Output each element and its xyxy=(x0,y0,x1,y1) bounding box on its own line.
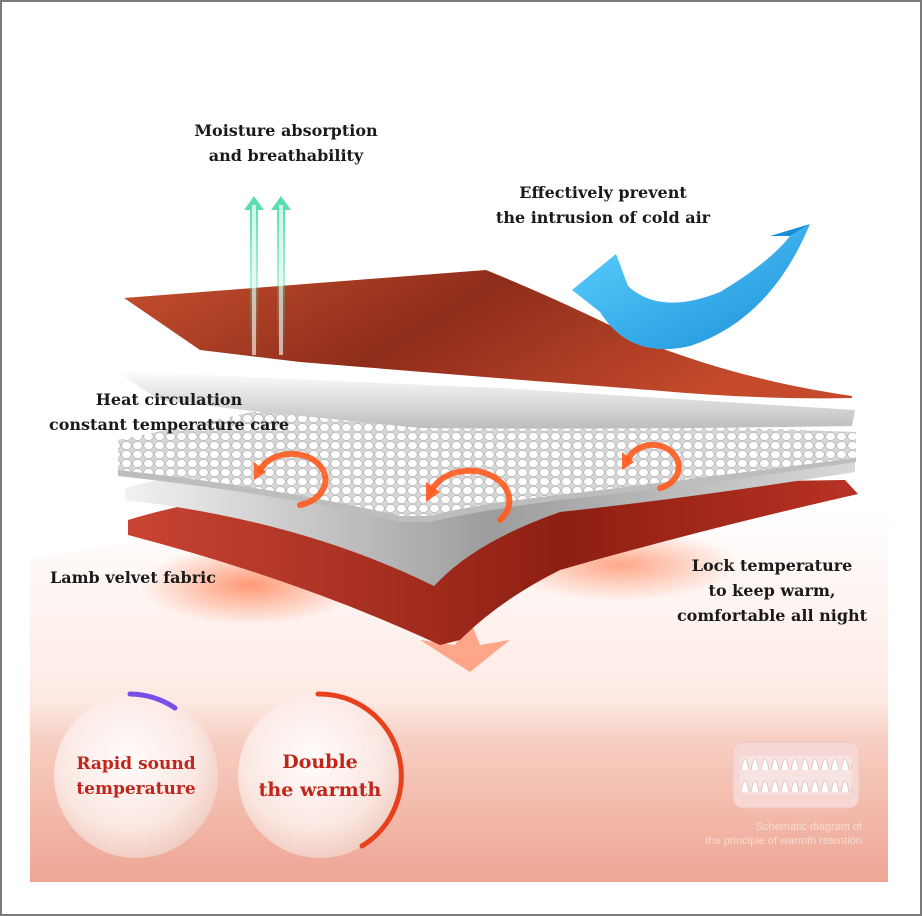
warmth-schematic-inset xyxy=(732,741,860,809)
double-warmth-badge xyxy=(238,691,404,858)
lock-temperature-label: Lock temperature to keep warm, comfortab… xyxy=(674,553,870,628)
inset-caption-line-2: the principle of warmth retention xyxy=(705,835,862,847)
curved-arrow-icon xyxy=(572,224,810,350)
rapid-temperature-badge xyxy=(54,691,218,858)
lock-temp-line-1: Lock temperature xyxy=(691,556,853,575)
silver-layer-upper xyxy=(116,370,855,429)
rapid-badge-text: Rapid sound temperature xyxy=(66,752,206,802)
double-line-1: Double xyxy=(282,751,358,773)
inset-caption: Schematic diagram of the principle of wa… xyxy=(650,820,862,848)
moisture-label: Moisture absorption and breathability xyxy=(190,118,382,168)
lamb-velvet-label: Lamb velvet fabric xyxy=(50,568,216,587)
moisture-line-2: and breathability xyxy=(208,146,364,165)
rapid-line-1: Rapid sound xyxy=(76,754,196,774)
thermal-fiber-layer xyxy=(118,410,856,516)
heat-arrow-down-icon xyxy=(420,620,510,672)
top-fabric-layer xyxy=(124,270,852,399)
cold-air-line-1: Effectively prevent xyxy=(519,183,687,202)
inset-caption-line-1: Schematic diagram of xyxy=(755,821,862,833)
double-badge-text: Double the warmth xyxy=(250,748,390,804)
lock-temp-line-2: to keep warm, xyxy=(708,581,836,600)
double-line-2: the warmth xyxy=(258,779,382,801)
heat-circulation-line-1: Heat circulation xyxy=(95,390,243,409)
circular-arrow-icon xyxy=(257,441,682,523)
rapid-line-2: temperature xyxy=(76,779,196,799)
lock-temp-line-3: comfortable all night xyxy=(676,606,868,625)
moisture-line-1: Moisture absorption xyxy=(194,121,378,140)
up-arrow-icon xyxy=(244,196,291,355)
heat-circulation-label: Heat circulation constant temperature ca… xyxy=(48,387,290,437)
cold-air-line-2: the intrusion of cold air xyxy=(495,208,711,227)
cold-air-label: Effectively prevent the intrusion of col… xyxy=(492,180,714,230)
heat-circulation-line-2: constant temperature care xyxy=(49,415,289,434)
